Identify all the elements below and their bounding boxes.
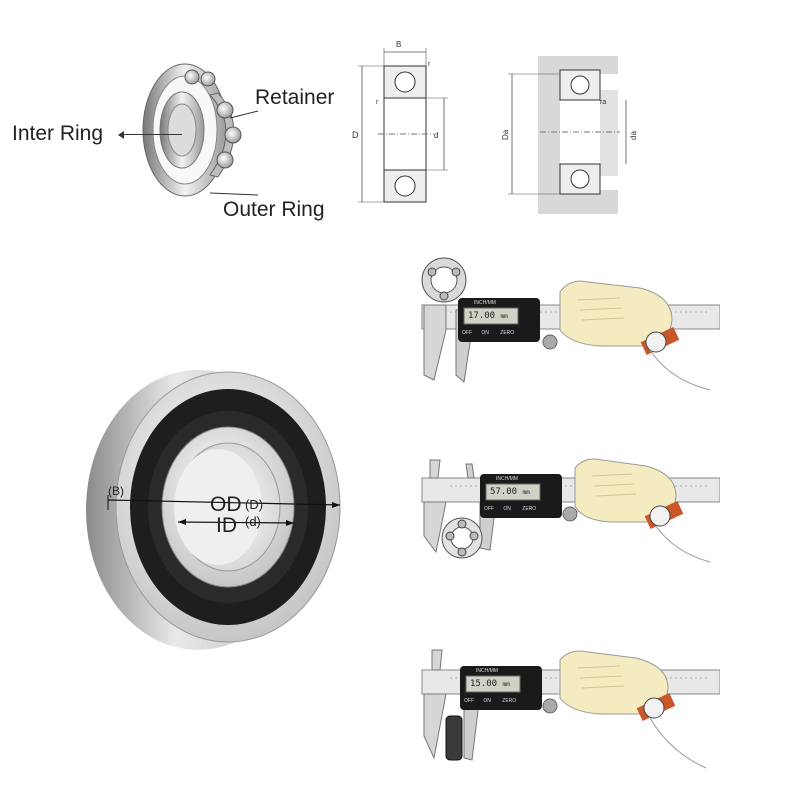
width-label: (B) bbox=[108, 484, 124, 498]
dim-da-text: da bbox=[629, 131, 638, 140]
caliper-2-zero: ZERO bbox=[522, 506, 537, 512]
dim-B-text: B bbox=[396, 40, 401, 49]
dim-d-text: d bbox=[434, 131, 438, 140]
retainer-part bbox=[184, 69, 242, 178]
sealed-bearing-photo bbox=[86, 370, 341, 650]
caliper-2-buttons: OFF ON ZERO bbox=[484, 506, 536, 512]
inner-ring-part bbox=[159, 91, 205, 169]
caliper-1-unit: mm bbox=[500, 313, 508, 320]
od-symbol: (D) bbox=[245, 497, 264, 512]
caliper-2-reading: 57.00 mm bbox=[490, 487, 530, 497]
id-symbol: (d) bbox=[245, 514, 261, 529]
caliper-2-on: ON bbox=[503, 506, 511, 512]
caliper-1-off: OFF bbox=[462, 330, 472, 336]
caliper-1-mode: INCH/MM bbox=[474, 300, 496, 306]
dim-Da-text: Da bbox=[501, 129, 510, 140]
caliper-1-zero: ZERO bbox=[500, 330, 515, 336]
caliper-1-buttons: OFF ON ZERO bbox=[462, 330, 514, 336]
bearing-mounting-drawing: Da ra da bbox=[501, 56, 638, 214]
caliper-measurement-1: 17.00 mm OFF ON ZERO INCH/MM bbox=[410, 250, 720, 400]
outer-ring-label: Outer Ring bbox=[223, 198, 325, 221]
caliper-3-value: 15.00 bbox=[470, 679, 498, 689]
bearing-dimension-drawing: B r D r d bbox=[352, 40, 448, 203]
caliper-3-unit: mm bbox=[502, 681, 510, 688]
inner-ring-pointer-arrow bbox=[118, 131, 124, 139]
caliper-1-value: 17.00 bbox=[468, 311, 496, 321]
caliper-2-value: 57.00 bbox=[490, 487, 518, 497]
dim-ra-text: ra bbox=[600, 99, 606, 106]
caliper-3-zero: ZERO bbox=[502, 698, 517, 704]
caliper-1-reading: 17.00 mm bbox=[468, 311, 508, 321]
dim-r-top-text: r bbox=[428, 61, 431, 68]
retainer-label: Retainer bbox=[255, 86, 335, 109]
inner-ring-label: Inter Ring bbox=[12, 122, 104, 145]
caliper-3-mode: INCH/MM bbox=[476, 668, 498, 674]
dim-r-left-text: r bbox=[376, 99, 379, 106]
caliper-1-on: ON bbox=[481, 330, 489, 336]
caliper-2-unit: mm bbox=[522, 489, 530, 496]
caliper-3-reading: 15.00 mm bbox=[470, 679, 510, 689]
caliper-2-mode: INCH/MM bbox=[496, 476, 518, 482]
id-label: ID bbox=[216, 514, 237, 537]
caliper-3-off: OFF bbox=[464, 698, 474, 704]
exploded-bearing-illustration bbox=[142, 63, 259, 197]
od-label: OD bbox=[210, 493, 242, 516]
caliper-measurement-2: 57.00 mm OFF ON ZERO INCH/MM bbox=[410, 440, 720, 570]
caliper-2-off: OFF bbox=[484, 506, 494, 512]
caliper-3-buttons: OFF ON ZERO bbox=[464, 698, 516, 704]
dim-D-text: D bbox=[352, 130, 359, 140]
caliper-3-on: ON bbox=[483, 698, 491, 704]
inner-ring-pointer bbox=[122, 134, 182, 135]
caliper-measurement-3: 15.00 mm OFF ON ZERO INCH/MM bbox=[410, 640, 720, 780]
